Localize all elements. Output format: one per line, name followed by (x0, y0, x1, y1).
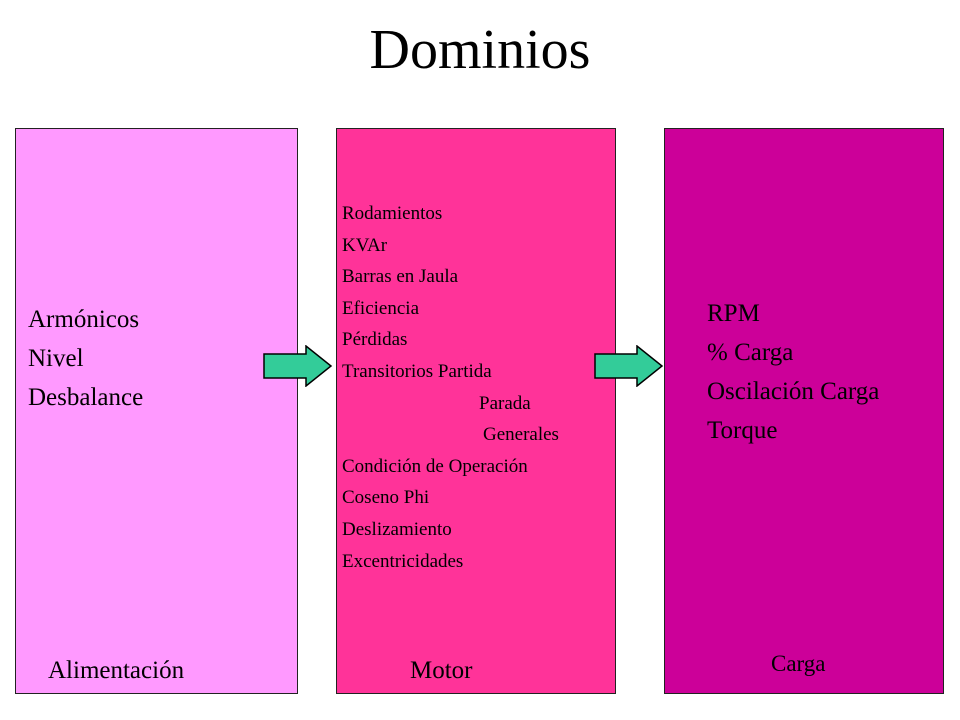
list-item: Generales (483, 424, 559, 446)
list-item: Rodamientos (342, 203, 443, 224)
alimentacion-item-list: Armónicos Nivel Desbalance (28, 300, 143, 417)
list-item: KVAr (342, 234, 388, 256)
list-item: Deslizamiento (342, 518, 452, 540)
list-item: Excentricidades (342, 550, 464, 572)
domain-label-alimentacion: Alimentación (48, 657, 185, 684)
motor-item-list: Rodamientos KVAr Barras en Jaula Eficien… (342, 198, 559, 577)
domain-box-alimentacion: Armónicos Nivel Desbalance Alimentación (15, 128, 298, 694)
list-item: Coseno Phi (342, 487, 430, 509)
domain-box-carga: RPM % Carga Oscilación Carga Torque Carg… (664, 128, 944, 694)
list-item: Nivel (28, 345, 84, 372)
list-item: Torque (707, 417, 778, 444)
list-item: Condición de Operación (342, 455, 528, 477)
list-item: Parada (479, 392, 531, 414)
list-item: Oscilación Carga (707, 378, 880, 405)
domain-label-motor: Motor (410, 657, 473, 684)
domain-label-carga: Carga (771, 651, 826, 676)
list-item: Pérdidas (342, 329, 408, 351)
carga-item-list: RPM % Carga Oscilación Carga Torque (707, 294, 879, 450)
list-item: Barras en Jaula (342, 266, 459, 288)
list-item: Desbalance (28, 384, 144, 411)
list-item: Eficiencia (342, 297, 420, 319)
list-item: Transitorios Partida (342, 360, 492, 382)
list-item: RPM (707, 300, 760, 327)
right-arrow-icon (263, 345, 333, 387)
right-arrow-icon (594, 345, 664, 387)
list-item: Armónicos (28, 306, 140, 333)
page-title: Dominios (369, 19, 591, 81)
list-item: % Carga (707, 339, 794, 366)
domain-box-motor: Rodamientos KVAr Barras en Jaula Eficien… (336, 128, 616, 694)
